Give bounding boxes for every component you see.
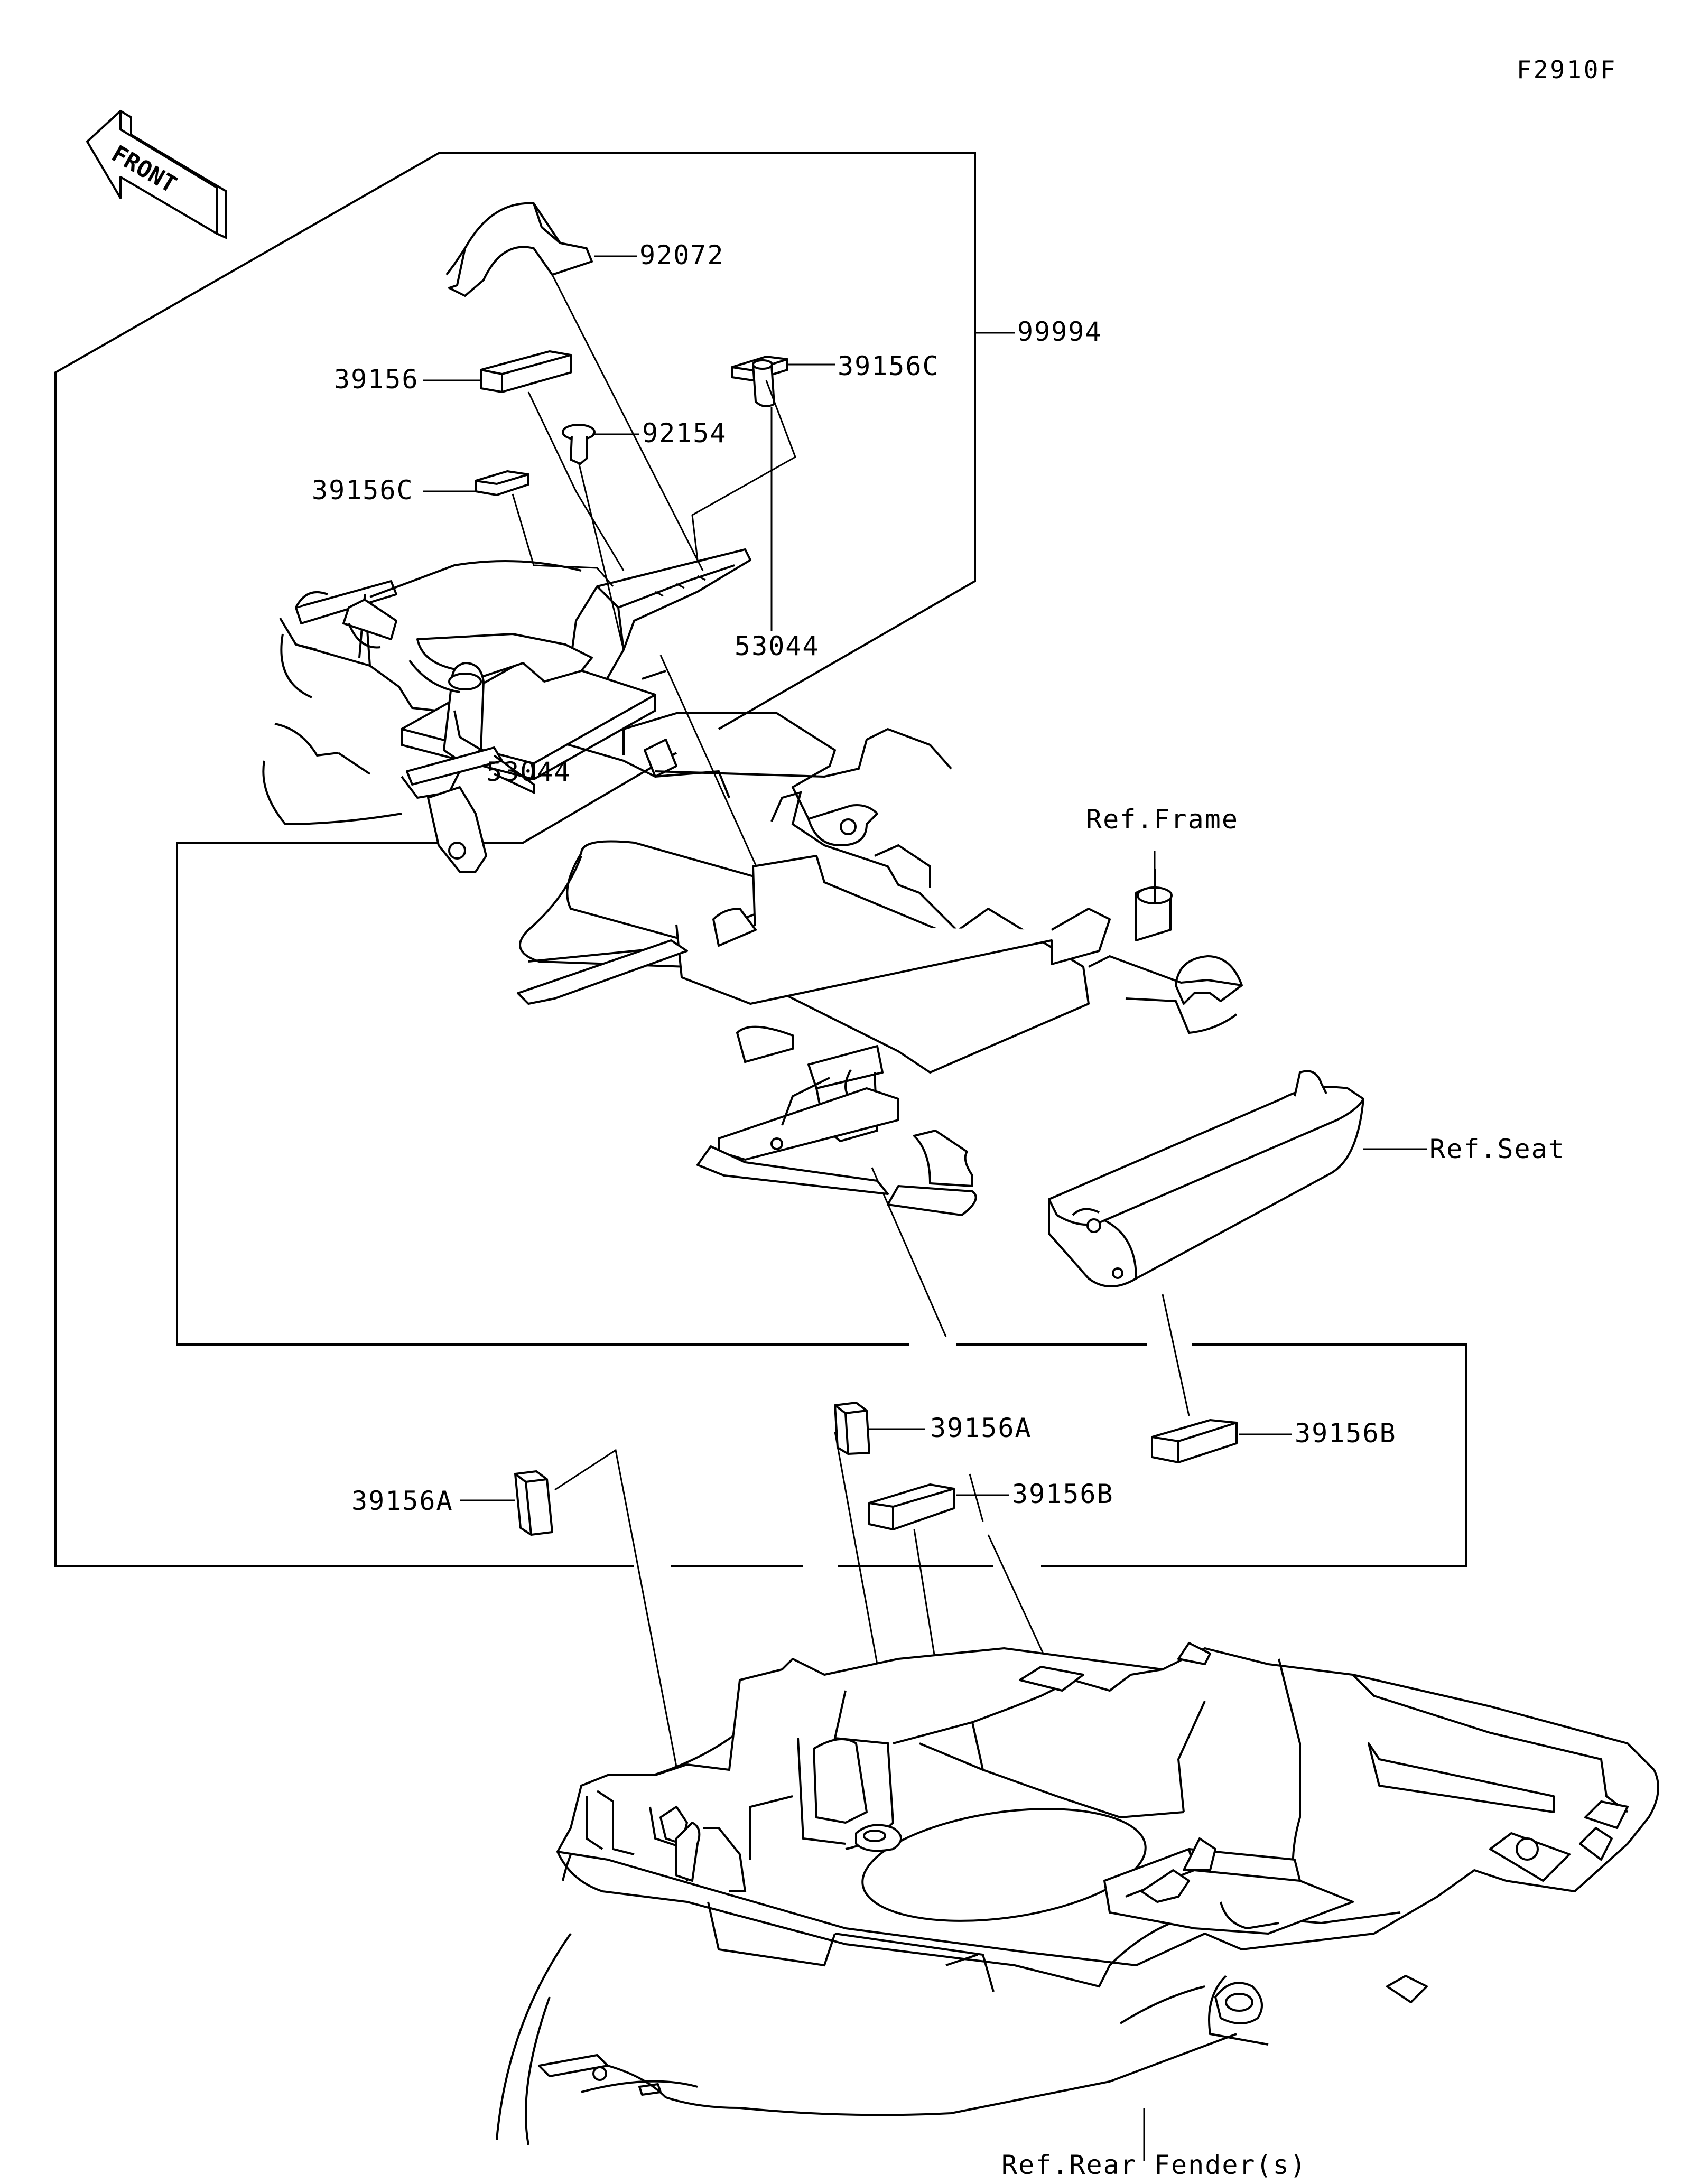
label-39156B-center: 39156B bbox=[1012, 1479, 1114, 1509]
pad-39156C-left bbox=[475, 470, 529, 496]
label-53044-left: 53044 bbox=[486, 757, 571, 787]
label-ref-frame: Ref.Frame bbox=[1086, 804, 1239, 835]
label-99994: 99994 bbox=[1017, 316, 1102, 347]
front-arrow-icon: FRONT bbox=[86, 110, 227, 240]
label-39156: 39156 bbox=[334, 364, 419, 395]
pad-39156B-center bbox=[868, 1483, 955, 1530]
bolt-92154 bbox=[562, 424, 596, 465]
label-ref-rear-fender: Ref.Rear Fender(s) bbox=[1001, 2150, 1307, 2180]
assembly-outline bbox=[54, 152, 976, 1567]
seat bbox=[1048, 1070, 1364, 1287]
pad-39156A-center bbox=[834, 1402, 870, 1455]
clamp-92072 bbox=[445, 202, 593, 297]
label-39156A-left: 39156A bbox=[351, 1486, 453, 1516]
assembly-outline-99994 bbox=[642, 670, 666, 680]
label-92154: 92154 bbox=[642, 418, 727, 449]
pad-39156 bbox=[480, 350, 572, 393]
rear-fender bbox=[496, 1642, 1659, 2145]
label-39156A-center: 39156A bbox=[930, 1413, 1032, 1443]
bracket bbox=[570, 548, 751, 688]
label-39156B-right: 39156B bbox=[1295, 1418, 1397, 1449]
grommet-53044-right bbox=[752, 359, 775, 407]
label-92072: 92072 bbox=[639, 240, 724, 270]
pad-39156A-left bbox=[514, 1470, 553, 1536]
label-53044-right: 53044 bbox=[735, 631, 820, 661]
pad-39156B-right bbox=[1151, 1419, 1238, 1463]
label-39156C-right: 39156C bbox=[838, 351, 940, 381]
sub-frame bbox=[262, 560, 1243, 1216]
label-ref-seat: Ref.Seat bbox=[1429, 1134, 1565, 1164]
leader-lines-top bbox=[423, 255, 1015, 1337]
figure-code: F2910F bbox=[1517, 55, 1617, 84]
label-39156C-left: 39156C bbox=[312, 475, 414, 506]
